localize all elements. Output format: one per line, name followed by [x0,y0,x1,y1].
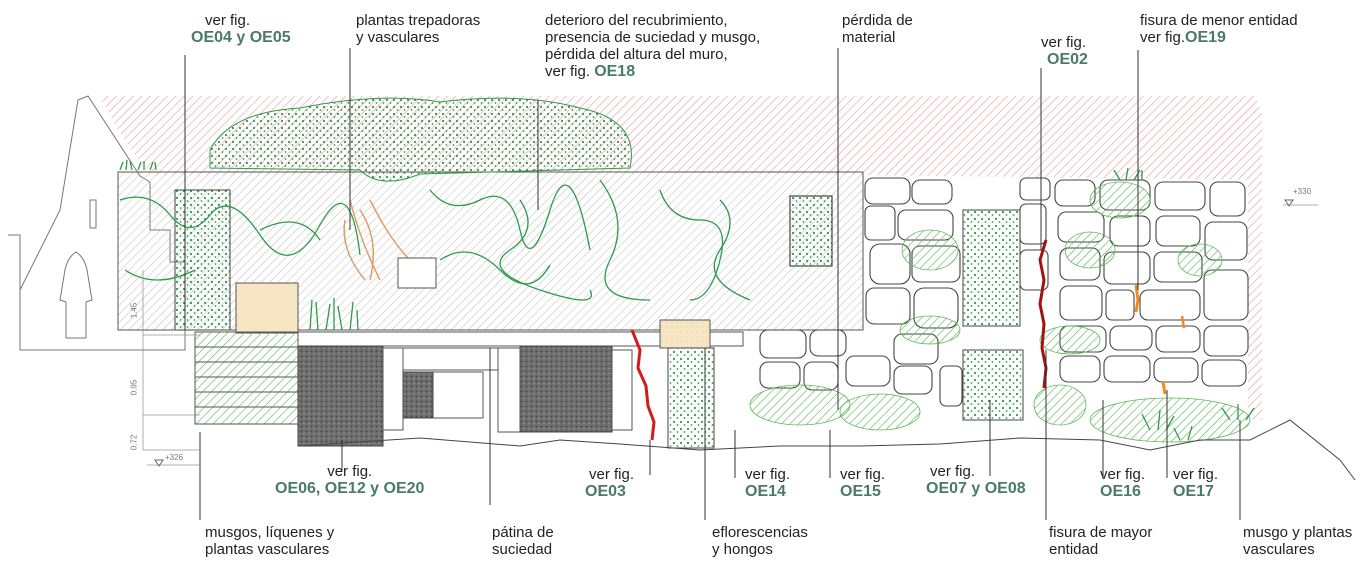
annotation-mosses-lichens: musgos, líquenes y plantas vasculares [205,524,334,558]
annotation-climbing-plants: plantas trepadoras y vasculares [356,12,480,46]
annotation-line: eflorescencias [712,524,808,541]
annotation-text: ver fig. [327,463,373,480]
material-loss-zone [100,96,1262,420]
annotation-oe17: ver fig. OE17 [1173,466,1218,500]
annotation-oe06-oe12-oe20: ver fig. OE06, OE12 y OE20 [275,463,424,497]
annotation-oe16: ver fig. OE16 [1100,466,1145,500]
annotation-dirt-patina: pátina de suciedad [492,524,554,558]
annotation-oe07-oe08: ver fig. OE07 y OE08 [926,463,1026,497]
annotation-oe03: ver fig. OE03 [585,466,635,500]
figure-reference: OE15 [840,483,881,500]
figure-reference: OE03 [585,483,626,500]
dimension-lines [142,204,1318,466]
figure-reference: OE18 [594,63,636,80]
annotation-line: pátina de [492,524,554,541]
leader-lines [184,48,1241,520]
annotation-material-loss: pérdida de material [842,12,913,46]
figure-reference: OE14 [745,483,786,500]
annotation-text: ver fig. [589,466,635,483]
major-crack-center [630,329,656,441]
annotation-line: plantas vasculares [205,541,330,558]
annotation-oe14: ver fig. OE14 [745,466,790,500]
annotation-text: ver fig. [930,463,976,480]
annotation-efflorescence: eflorescencias y hongos [712,524,808,558]
major-crack-right [1038,239,1048,389]
annotation-line: material [842,29,896,46]
annotation-oe15: ver fig. OE15 [840,466,885,500]
level-label-top: +330 [1293,187,1312,196]
annotation-coating-deterioration: deterioro del recubrimiento, presencia d… [545,12,760,80]
minor-crack-1 [1134,284,1140,313]
dimension-label-2: 0.95 [129,379,139,396]
level-marker-top [1284,199,1294,207]
annotation-line: y vasculares [356,29,440,46]
annotation-text: ver fig. [1100,466,1146,483]
annotation-major-crack: fisura de mayor entidad [1049,524,1152,558]
annotation-line: ver fig. [1140,29,1186,46]
figure-reference: OE02 [1047,51,1088,68]
figure-reference: OE17 [1173,483,1214,500]
moss-lower-left [194,331,299,425]
coating-contours [119,179,751,301]
annotation-oe04-oe05: ver fig. OE04 y OE05 [191,12,291,46]
stone-masonry [759,177,1249,407]
annotation-line: ver fig. [545,63,591,80]
figure-reference: OE07 y OE08 [926,480,1026,497]
annotation-line: entidad [1049,541,1099,558]
annotation-line: suciedad [492,541,553,558]
annotation-oe02: ver fig. OE02 [1041,34,1088,68]
annotation-line: presencia de suciedad y musgo, [545,29,761,46]
annotation-line: vasculares [1243,541,1315,558]
annotation-line: fisura de mayor [1049,524,1153,541]
vascular-plant-tufts [119,159,1255,441]
annotation-text: ver fig. [205,12,251,29]
annotation-line: fisura de menor entidad [1140,12,1298,29]
dimension-label-1: 1.45 [129,302,139,319]
level-label-bottom: +326 [165,453,184,462]
efflorescence-block [659,319,711,349]
annotation-line: musgos, líquenes y [205,524,335,541]
figure-reference: OE19 [1185,29,1226,46]
annotation-moss-vascular: musgo y plantas vasculares [1243,524,1352,558]
annotation-text: ver fig. [840,466,886,483]
annotation-text: ver fig. [745,466,791,483]
climbing-plant-roots [343,199,411,281]
dimension-label-3: 0.72 [129,434,139,451]
annotation-line: plantas trepadoras [356,12,481,29]
annotation-line: deterioro del recubrimiento, [545,12,728,29]
ground-line [297,419,1356,481]
dirt-patina-1 [297,345,384,447]
moss-patches [749,181,1251,443]
figure-reference: OE06, OE12 y OE20 [275,480,425,497]
annotation-text: ver fig. [1041,34,1087,51]
dirt-patina-2 [519,345,613,433]
climbing-plant-canopy [209,97,632,182]
annotation-line: pérdida del altura del muro, [545,46,728,63]
annotation-line: musgo y plantas [1243,524,1353,541]
annotation-text: ver fig. [1173,466,1219,483]
annotation-minor-crack: fisura de menor entidad ver fig.OE19 [1140,12,1298,46]
figure-reference: OE04 y OE05 [191,29,291,46]
figure-reference: OE16 [1100,483,1141,500]
level-marker-bottom [154,459,164,467]
annotation-line: pérdida de [842,12,913,29]
annotation-line: y hongos [712,541,773,558]
minor-crack-2 [1161,381,1167,395]
